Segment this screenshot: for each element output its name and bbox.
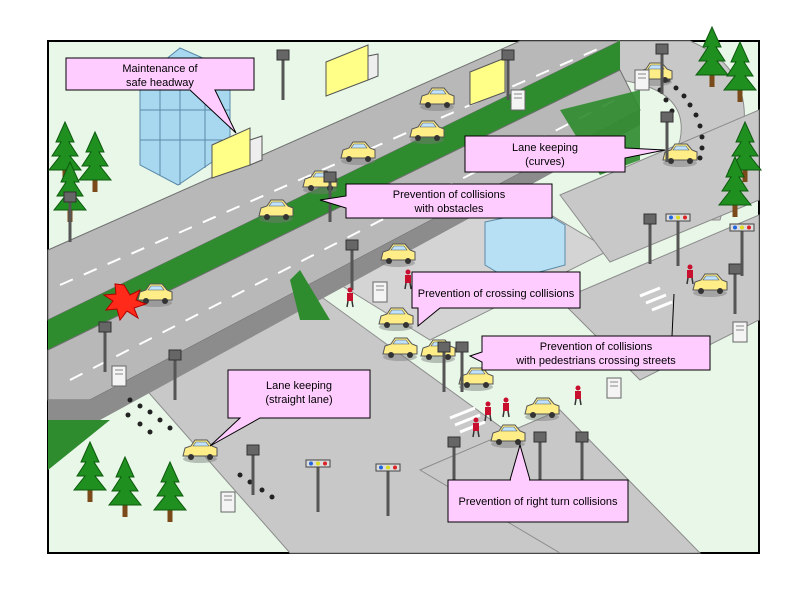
truck-upper — [325, 44, 379, 97]
callout-lane-curves-line1: Lane keeping — [512, 142, 578, 154]
callout-lane-curves: Lane keeping (curves) — [464, 135, 666, 173]
callout-lane-straight-line1: Lane keeping — [266, 380, 332, 392]
lane-markers-straight — [125, 397, 275, 500]
callout-headway-line2: safe headway — [126, 77, 194, 89]
callout-pedestrians: Prevention of collisions with pedestrian… — [468, 335, 711, 371]
callout-lane-curves-line2: (curves) — [525, 156, 565, 168]
callout-obstacles-line1: Prevention of collisions — [393, 189, 506, 201]
collision-burst-icon — [102, 283, 148, 322]
truck-headway — [211, 127, 263, 179]
callout-headway-line1: Maintenance of — [122, 63, 198, 75]
callout-pedestrians-line1: Prevention of collisions — [540, 341, 653, 353]
callout-right-turn: Prevention of right turn collisions — [447, 443, 629, 523]
callout-pedestrians-pointer — [671, 293, 675, 337]
callout-right-turn-line1: Prevention of right turn collisions — [459, 496, 618, 508]
callout-lane-straight-line2: (straight lane) — [265, 394, 332, 406]
truck-right — [469, 57, 506, 106]
callout-headway: Maintenance of safe headway — [65, 57, 255, 134]
callout-obstacles-line2: with obstacles — [413, 203, 484, 215]
callout-obstacles: Prevention of collisions with obstacles — [319, 183, 553, 219]
callout-pedestrians-line2: with pedestrians crossing streets — [515, 355, 676, 367]
callout-crossing-line1: Prevention of crossing collisions — [418, 288, 575, 300]
callout-lane-straight: Lane keeping (straight lane) — [209, 369, 371, 447]
callout-crossing: Prevention of crossing collisions — [411, 271, 581, 328]
